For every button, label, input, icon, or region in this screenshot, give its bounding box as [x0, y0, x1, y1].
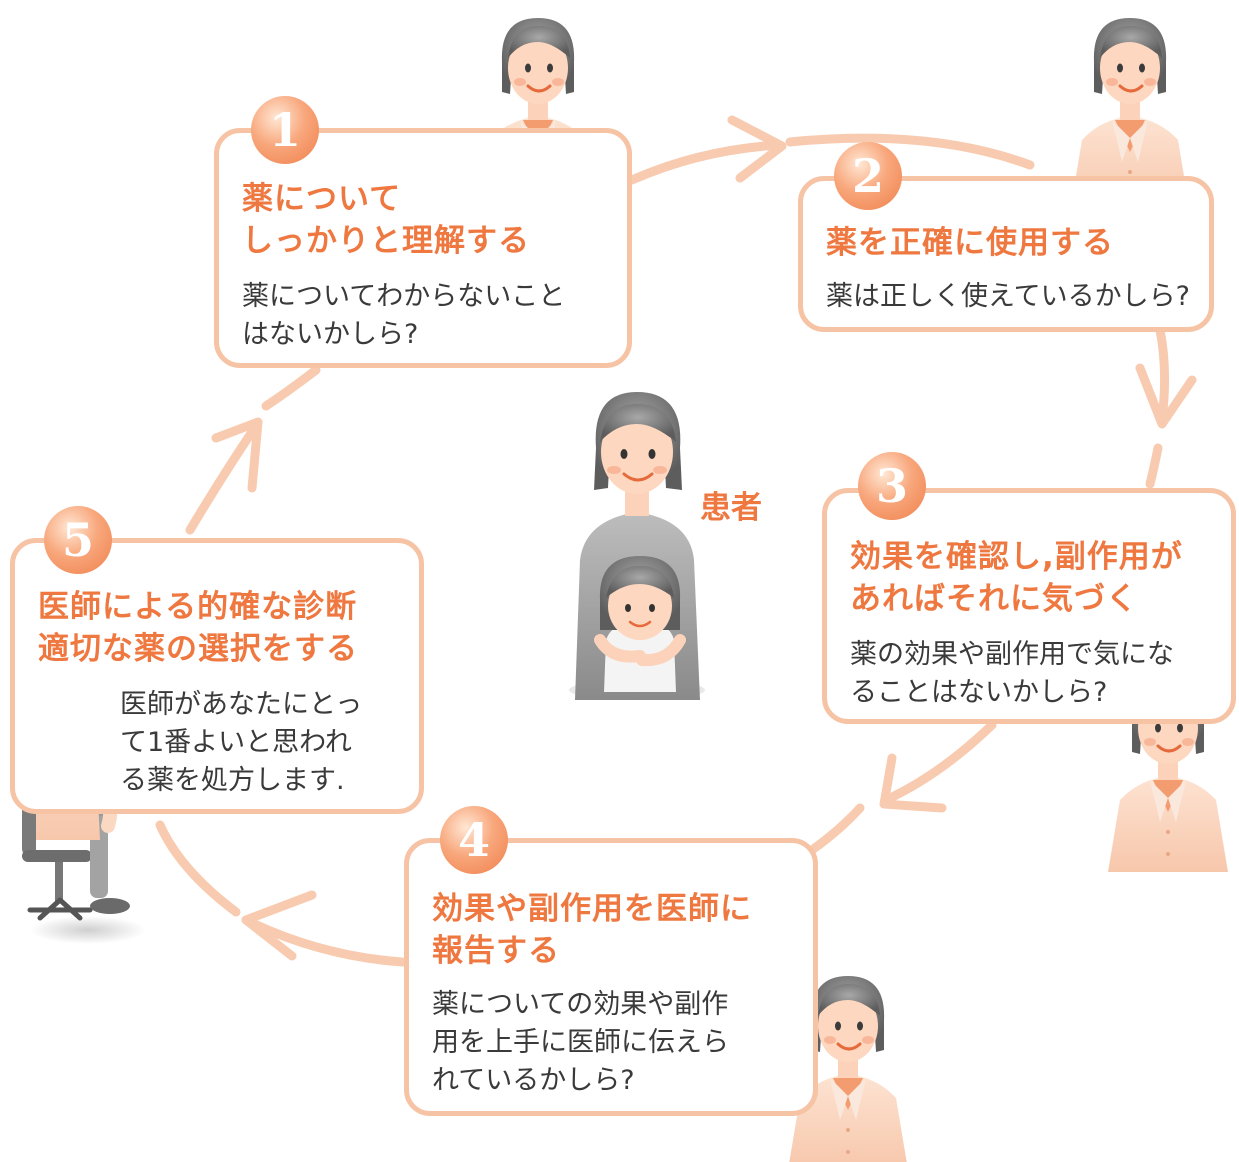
step-1-badge: 1	[251, 96, 319, 164]
step-1-title-line-1: 薬について	[242, 181, 402, 217]
step-4-body-line-2: 用を上手に医師に伝えら	[432, 1027, 729, 1058]
step-5-title-line-2: 適切な薬の選択をする	[38, 631, 358, 667]
step-3-badge: 3	[858, 452, 926, 520]
step-3-title-line-2: あればそれに気づく	[850, 581, 1138, 617]
step-3-body-line-1: 薬の効果や副作用で気にな	[850, 639, 1174, 670]
step-2-body-line-1: 薬は正しく使えているかしら?	[826, 281, 1190, 312]
step-1-card	[214, 128, 632, 368]
step-5-card	[10, 538, 424, 814]
step-5-badge: 5	[44, 506, 112, 574]
step-4-title-line-1: 効果や副作用を医師に	[432, 891, 752, 927]
step-2-badge: 2	[834, 142, 902, 210]
step-4-body-line-3: れているかしら?	[432, 1065, 635, 1096]
step-3-body-line-2: ることはないかしら?	[850, 677, 1108, 708]
step-4-badge: 4	[440, 806, 508, 874]
step-5-body-line-2: て1番よいと思われ	[120, 727, 352, 758]
patient-label: 患者	[700, 490, 762, 526]
step-2-title-line-1: 薬を正確に使用する	[826, 225, 1114, 261]
step-4-title-line-2: 報告する	[432, 933, 560, 969]
step-3-title-line-1: 効果を確認し,副作用が	[850, 539, 1183, 575]
step-1-title-line-2: しっかりと理解する	[242, 223, 530, 259]
step-5-body-line-1: 医師があなたにとっ	[120, 689, 363, 720]
step-4-body-line-1: 薬についての効果や副作	[432, 989, 729, 1020]
step-1-body-line-1: 薬についてわからないこと	[242, 281, 566, 312]
step-4-card	[404, 838, 818, 1116]
patient-figure	[569, 392, 705, 700]
step-5-body-line-3: る薬を処方します.	[120, 765, 345, 796]
step-1-body-line-2: はないかしら?	[242, 319, 419, 350]
step-3-card	[822, 488, 1236, 724]
step-5-title-line-1: 医師による的確な診断	[38, 589, 358, 625]
